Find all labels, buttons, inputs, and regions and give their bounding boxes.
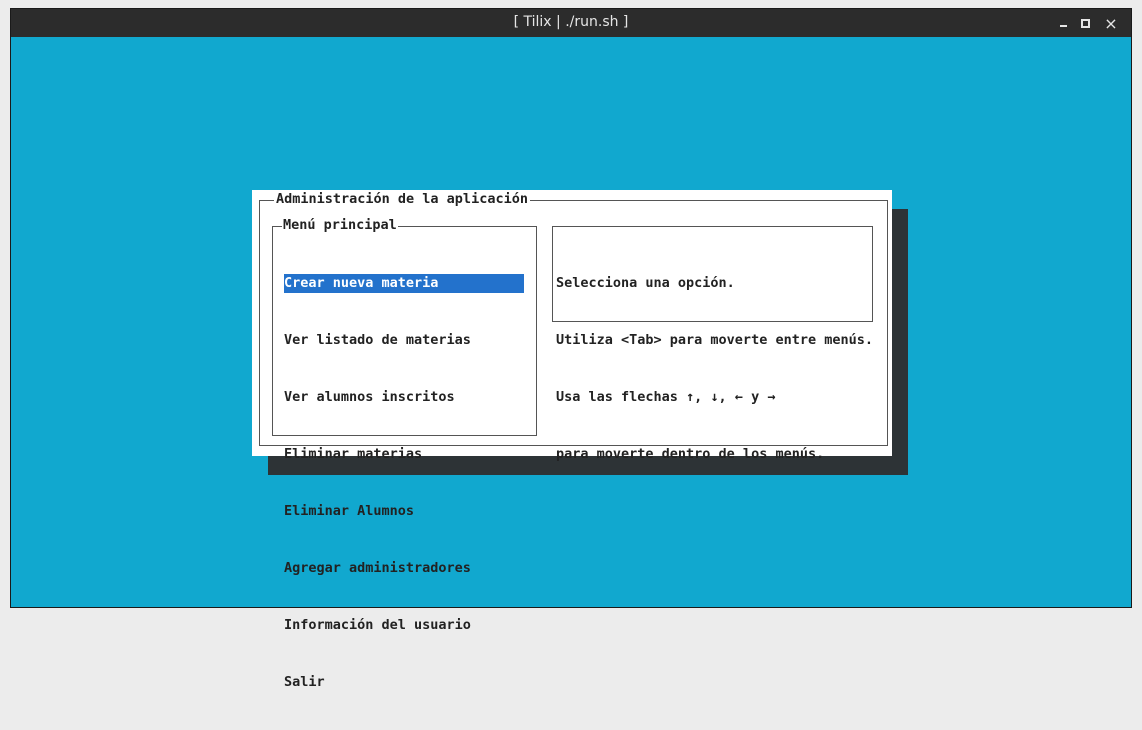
main-menu-list: Crear nueva materia Ver listado de mater…	[284, 236, 524, 730]
menu-item-eliminar-materias[interactable]: Eliminar materias	[284, 446, 423, 462]
help-line: Selecciona una opción.	[556, 275, 735, 291]
menu-item-ver-listado-de-materias[interactable]: Ver listado de materias	[284, 332, 471, 348]
admin-dialog: Administración de la aplicación Menú pri…	[252, 190, 892, 690]
close-icon: ×	[1104, 13, 1118, 33]
terminal-window: [ Tilix | ./run.sh ] × Administración de…	[10, 8, 1132, 690]
window-titlebar[interactable]: [ Tilix | ./run.sh ] ×	[11, 9, 1131, 37]
help-panel	[552, 226, 873, 322]
menu-item-salir[interactable]: Salir	[284, 674, 325, 690]
menu-item-informacion-del-usuario[interactable]: Información del usuario	[284, 617, 471, 633]
menu-item-crear-nueva-materia[interactable]: Crear nueva materia	[284, 274, 524, 293]
dialog-frame	[259, 200, 888, 446]
window-title: [ Tilix | ./run.sh ]	[513, 14, 629, 30]
minimize-icon	[1059, 24, 1067, 27]
help-text: Selecciona una opción. Utiliza <Tab> par…	[556, 236, 873, 502]
main-menu-title: Menú principal	[282, 216, 398, 235]
menu-item-eliminar-alumnos[interactable]: Eliminar Alumnos	[284, 503, 415, 519]
main-menu-box	[272, 226, 537, 436]
menu-item-agregar-administradores[interactable]: Agregar administradores	[284, 560, 471, 576]
maximize-button[interactable]	[1073, 9, 1097, 37]
help-line: para moverte dentro de los menús.	[556, 446, 825, 462]
help-line: Usa las flechas ↑, ↓, ← y →	[556, 389, 776, 405]
maximize-icon	[1080, 18, 1090, 28]
help-line: Utiliza <Tab> para moverte entre menús.	[556, 332, 873, 348]
dialog-title: Administración de la aplicación	[274, 190, 530, 209]
minimize-button[interactable]	[1051, 9, 1075, 37]
menu-item-ver-alumnos-inscritos[interactable]: Ver alumnos inscritos	[284, 389, 455, 405]
close-button[interactable]: ×	[1099, 9, 1123, 37]
